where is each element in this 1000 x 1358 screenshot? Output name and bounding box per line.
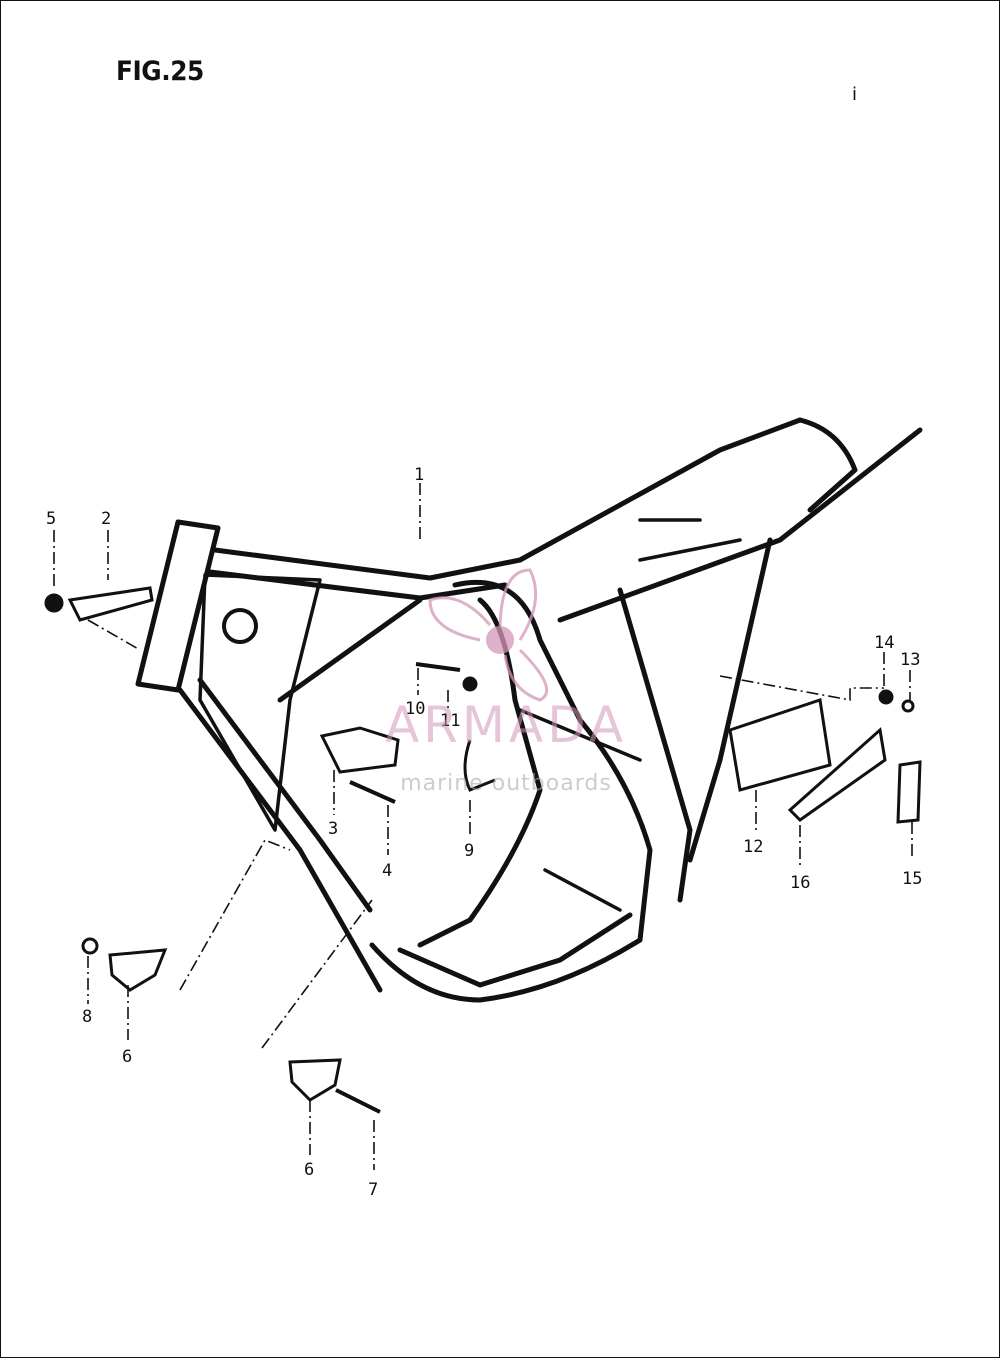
watermark-propeller bbox=[428, 568, 549, 702]
gusset-hole bbox=[222, 608, 258, 644]
callout-9: 9 bbox=[464, 841, 474, 861]
nut-5 bbox=[44, 593, 64, 613]
leader-13-14 bbox=[883, 652, 911, 700]
cover-16 bbox=[787, 727, 887, 822]
cross-brace bbox=[277, 597, 423, 703]
prop-blade-top bbox=[498, 568, 538, 641]
strap-15 bbox=[896, 760, 922, 824]
cradle-bottom-inner bbox=[397, 912, 633, 988]
callout-6a: 6 bbox=[122, 1047, 132, 1067]
leader-lines bbox=[53, 483, 913, 1170]
callout-1: 1 bbox=[414, 465, 424, 485]
bolt-4 bbox=[349, 780, 396, 804]
washer-14 bbox=[878, 689, 894, 705]
leader-6a-frame bbox=[179, 838, 291, 991]
rear-loop bbox=[797, 417, 858, 513]
steering-head bbox=[135, 519, 221, 693]
callout-10: 10 bbox=[405, 699, 425, 719]
callout-11: 11 bbox=[440, 711, 460, 731]
callout-8: 8 bbox=[82, 1007, 92, 1027]
figure-title: FIG.25 bbox=[116, 56, 204, 87]
small-parts bbox=[44, 586, 922, 1114]
leader-2-5 bbox=[53, 530, 109, 590]
lower-crossmembers bbox=[518, 708, 642, 912]
callout-15: 15 bbox=[902, 869, 922, 889]
callout-14: 14 bbox=[874, 633, 894, 653]
rear-strut-left bbox=[617, 587, 693, 903]
callout-labels: 1 2 3 4 5 6 6 7 8 9 10 11 12 13 14 15 16 bbox=[46, 465, 922, 1200]
prop-blade-left bbox=[428, 596, 492, 642]
watermark-tagline: marine outboards bbox=[400, 771, 612, 796]
rear-strut-right bbox=[687, 537, 773, 863]
callout-6b: 6 bbox=[304, 1160, 314, 1180]
leader-bracket-2 bbox=[87, 619, 141, 651]
main-loop-right bbox=[452, 579, 653, 943]
callout-4: 4 bbox=[382, 861, 392, 881]
corner-mark: i bbox=[852, 84, 858, 105]
seat-rail-right bbox=[557, 427, 923, 623]
leader-6b-frame bbox=[261, 899, 373, 1049]
front-down-tube bbox=[177, 687, 383, 993]
leader-6b-7 bbox=[309, 1100, 375, 1170]
callout-5: 5 bbox=[46, 509, 56, 529]
watermark-brand: ARMADA bbox=[384, 696, 628, 754]
bolt-7 bbox=[335, 1088, 381, 1114]
engine-plate-3 bbox=[319, 726, 400, 774]
leader-12-16-15 bbox=[755, 790, 913, 865]
main-loop-left bbox=[417, 597, 543, 948]
bracket-9 bbox=[463, 739, 496, 792]
callout-7: 7 bbox=[368, 1180, 378, 1200]
nut-8 bbox=[81, 937, 99, 955]
callout-13: 13 bbox=[900, 650, 920, 670]
front-down-tube-inner bbox=[197, 677, 373, 913]
callout-3: 3 bbox=[328, 819, 338, 839]
callout-16: 16 bbox=[790, 873, 810, 893]
cradle-bottom bbox=[369, 937, 643, 1003]
top-tube bbox=[212, 547, 523, 581]
callout-2: 2 bbox=[101, 509, 111, 529]
engine-plate-6b bbox=[288, 1058, 342, 1102]
frame-tubes bbox=[135, 417, 923, 1003]
leader-12-14 bbox=[719, 675, 884, 701]
nut-11 bbox=[462, 676, 478, 692]
bolt-10 bbox=[415, 662, 461, 672]
engine-bracket-upper bbox=[67, 586, 154, 622]
prop-hub bbox=[486, 626, 514, 654]
callout-12: 12 bbox=[743, 837, 763, 857]
prop-blade-right bbox=[503, 648, 549, 702]
cover-12 bbox=[728, 698, 832, 792]
engine-plate-6a bbox=[108, 948, 168, 992]
leader-6-8 bbox=[87, 956, 129, 1040]
screw-13 bbox=[901, 699, 915, 713]
seat-rail-left bbox=[517, 417, 803, 563]
rear-crossmembers bbox=[638, 518, 742, 562]
leader-10-11 bbox=[417, 668, 449, 710]
